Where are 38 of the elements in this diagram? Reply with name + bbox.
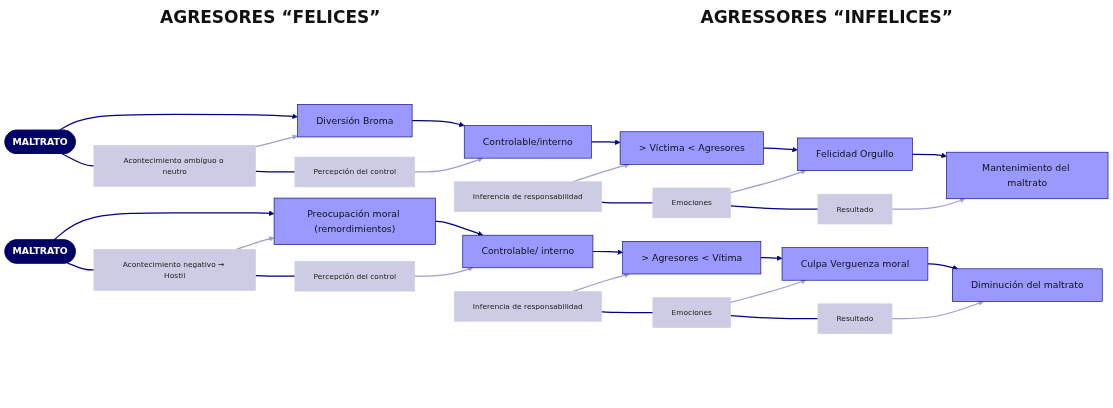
node-box: Mantenimiento del maltrato — [946, 151, 1109, 200]
node-box: > Víctima < Agresores — [619, 131, 764, 165]
arrow — [434, 220, 484, 237]
node-box: Controlable/ interno — [462, 234, 594, 269]
arrow — [53, 210, 275, 241]
connector — [600, 311, 654, 314]
panel-heading: AGRESORES “FELICES” — [160, 7, 381, 27]
arrow — [592, 249, 623, 255]
node-box: Diminución del maltrato — [952, 268, 1103, 302]
arrow — [927, 263, 959, 271]
arrow — [891, 300, 984, 320]
node-box: Culpa Verguenza moral — [781, 247, 929, 281]
arrow — [414, 157, 484, 173]
arrow — [254, 134, 298, 148]
node-box: Preocupación moral (remordimientos) — [273, 197, 436, 245]
arrow — [730, 169, 807, 194]
node-box: Controlable/interno — [463, 125, 592, 159]
node-box: Felicidad Orgullo — [797, 137, 913, 171]
arrow — [590, 139, 621, 145]
arrow — [730, 279, 807, 303]
arrow — [411, 120, 465, 127]
connector — [730, 314, 819, 320]
arrow — [760, 255, 783, 261]
connector — [61, 153, 95, 167]
connector — [730, 205, 819, 210]
connector — [254, 170, 296, 173]
node-box: Diversión Broma — [297, 104, 413, 138]
arrow — [911, 152, 947, 158]
connector — [254, 274, 296, 277]
connector — [600, 201, 654, 204]
arrow — [58, 113, 298, 132]
arrow — [891, 197, 966, 210]
connector — [66, 262, 95, 271]
panel-heading: AGRESSORES “INFELICES” — [700, 7, 953, 27]
arrow — [572, 272, 630, 293]
arrow — [762, 146, 798, 153]
arrow — [414, 266, 474, 277]
node-box: > Agresores < Vítima — [622, 241, 762, 275]
